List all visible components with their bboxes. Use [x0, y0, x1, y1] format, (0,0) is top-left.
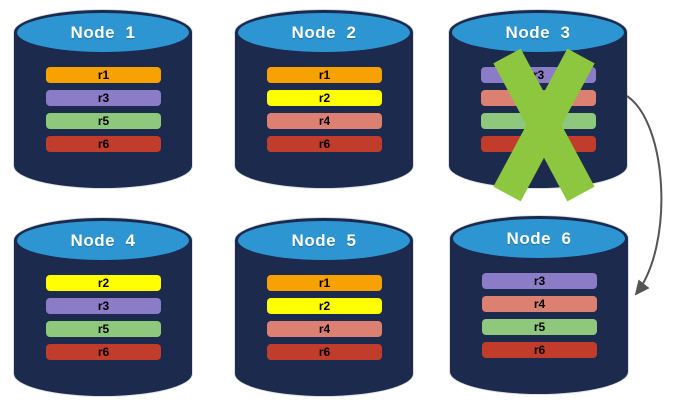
node-title: Node 3 [505, 22, 571, 42]
record-bar: r2 [46, 275, 161, 291]
node-title: Node 4 [70, 230, 136, 250]
record-label: r3 [532, 68, 545, 82]
record-label: r1 [318, 68, 331, 82]
node-title: Node 5 [291, 230, 357, 250]
record-label: r1 [97, 68, 110, 82]
cylinder-top: Node 1 [17, 13, 189, 52]
record-list: r1 r2 r4 r6 [267, 275, 382, 360]
record-label: r4 [318, 114, 331, 128]
record-bar: r6 [482, 342, 597, 358]
record-label: r4 [318, 322, 331, 336]
record-label: r2 [318, 299, 331, 313]
record-bar: r4 [481, 90, 596, 106]
record-label: r3 [533, 274, 546, 288]
cylinder-top: Node 2 [238, 13, 410, 52]
record-label: r6 [532, 137, 545, 151]
cylinder-top: Node 3 [452, 13, 624, 52]
node-title: Node 6 [506, 228, 572, 248]
record-label: r1 [318, 276, 331, 290]
record-label: r5 [533, 320, 546, 334]
record-bar: r5 [482, 319, 597, 335]
record-bar: r3 [482, 273, 597, 289]
record-list: r2 r3 r5 r6 [46, 275, 161, 360]
node-1-cylinder: Node 1 r1 r3 r5 r6 [14, 10, 192, 188]
record-list: r1 r3 r5 r6 [46, 67, 161, 152]
record-bar: r4 [267, 113, 382, 129]
node-4-cylinder: Node 4 r2 r3 r5 r6 [14, 218, 192, 396]
record-label: r5 [97, 114, 110, 128]
node-title: Node 1 [70, 22, 136, 42]
record-bar: r3 [481, 67, 596, 83]
cylinder-top: Node 6 [453, 219, 625, 258]
record-bar: r1 [267, 275, 382, 291]
record-list: r3 r4 r5 r6 [481, 67, 596, 152]
record-bar: r6 [267, 136, 382, 152]
record-bar: r2 [267, 90, 382, 106]
record-bar: r5 [481, 113, 596, 129]
record-label: r6 [97, 137, 110, 151]
record-bar: r3 [46, 90, 161, 106]
node-3-cylinder: Node 3 r3 r4 r5 r6 [449, 10, 627, 202]
record-bar: r2 [267, 298, 382, 314]
record-label: r6 [318, 345, 331, 359]
node-6-cylinder: Node 6 r3 r4 r5 r6 [450, 216, 628, 394]
record-bar: r4 [482, 296, 597, 312]
record-label: r2 [318, 91, 331, 105]
record-list: r3 r4 r5 r6 [482, 273, 597, 358]
node-5-cylinder: Node 5 r1 r2 r4 r6 [235, 218, 413, 396]
record-list: r1 r2 r4 r6 [267, 67, 382, 152]
record-bar: r1 [267, 67, 382, 83]
record-bar: r6 [481, 136, 596, 152]
record-label: r3 [97, 299, 110, 313]
record-bar: r1 [46, 67, 161, 83]
record-bar: r6 [46, 136, 161, 152]
record-label: r5 [97, 322, 110, 336]
record-label: r4 [533, 297, 546, 311]
record-bar: r6 [267, 344, 382, 360]
record-bar: r4 [267, 321, 382, 337]
node-title: Node 2 [291, 22, 357, 42]
record-bar: r6 [46, 344, 161, 360]
cylinder-top: Node 4 [17, 221, 189, 260]
record-label: r5 [532, 114, 545, 128]
record-label: r4 [532, 91, 545, 105]
record-bar: r3 [46, 298, 161, 314]
record-label: r3 [97, 91, 110, 105]
record-label: r6 [97, 345, 110, 359]
record-bar: r5 [46, 113, 161, 129]
record-label: r6 [533, 343, 546, 357]
record-label: r2 [97, 276, 110, 290]
cylinder-top: Node 5 [238, 221, 410, 260]
record-label: r6 [318, 137, 331, 151]
record-bar: r5 [46, 321, 161, 337]
node-2-cylinder: Node 2 r1 r2 r4 r6 [235, 10, 413, 188]
